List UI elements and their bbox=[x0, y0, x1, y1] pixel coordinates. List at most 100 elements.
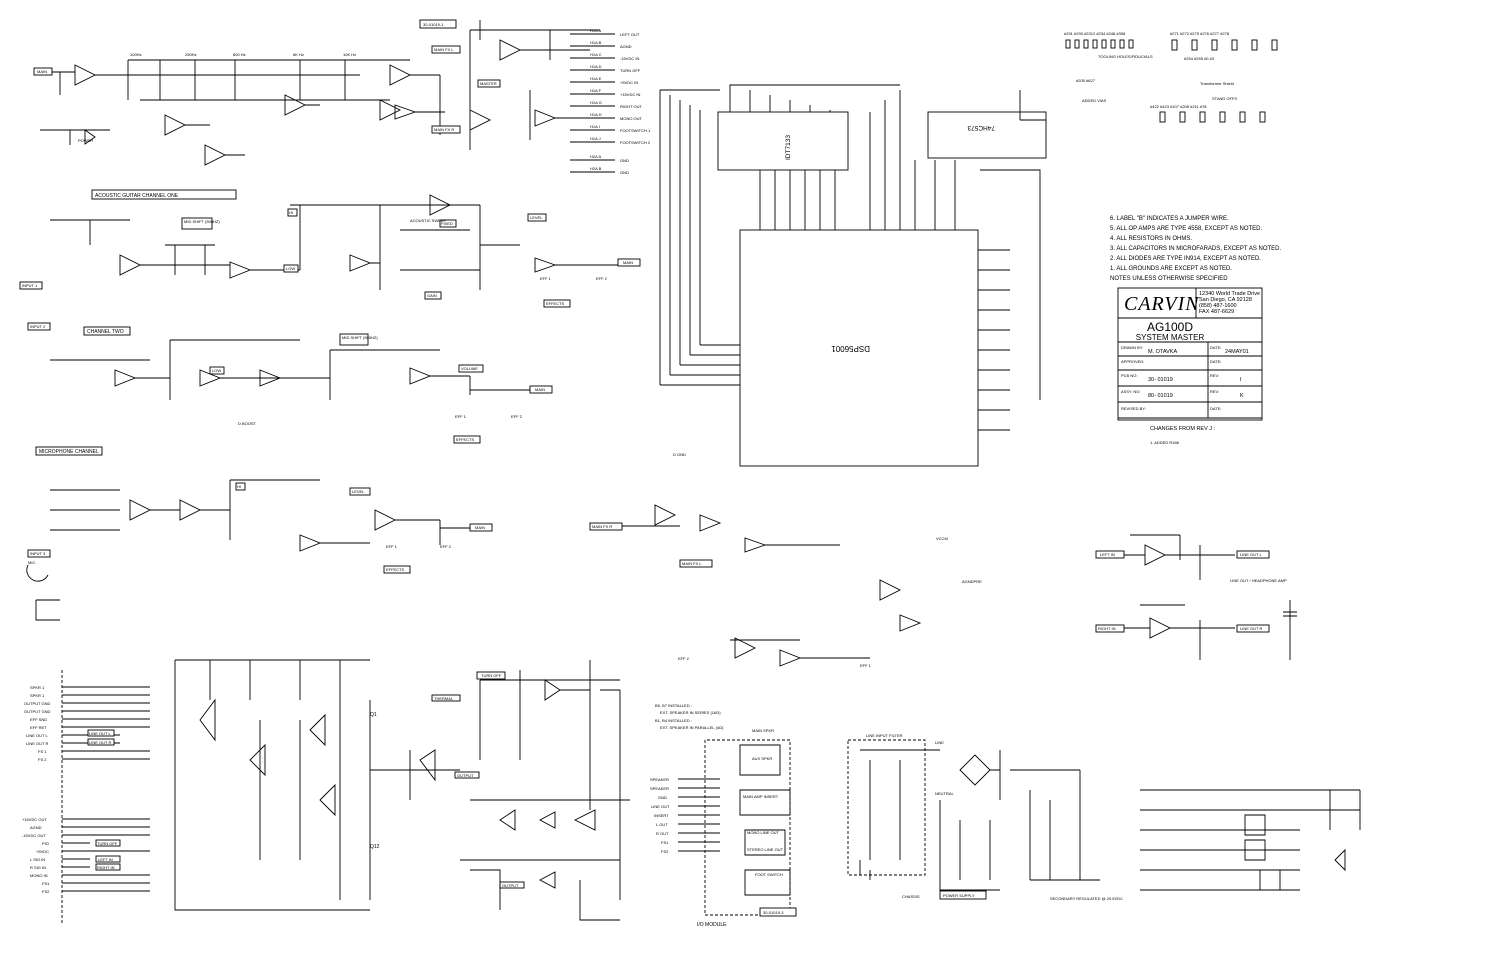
turn-off-tag-2-label: TURN OFF bbox=[481, 673, 502, 678]
power-supply-label: POWER SUPPLY bbox=[943, 893, 975, 898]
connector-label: FS 2 bbox=[38, 757, 47, 762]
header-pin: H1A D TURN OFF bbox=[570, 64, 641, 73]
company-fax: FAX 487-6629 bbox=[1199, 309, 1234, 315]
master-tag bbox=[477, 79, 501, 88]
drawing-subtitle: SYSTEM MASTER bbox=[1136, 333, 1205, 342]
effects-tag-2-label: EFFECTS bbox=[456, 437, 475, 442]
main-fx-r-tag-label: MAIN FX R bbox=[434, 127, 454, 132]
tooling-row-1: #291 #290 #2312 #234 #248 #308 bbox=[1064, 31, 1126, 36]
d-boost-label: D BOOST bbox=[238, 421, 257, 426]
title-block: CARVIN 12340 World Trade Drive San Diego… bbox=[1117, 287, 1263, 445]
io-label: INSERT bbox=[654, 813, 669, 818]
connector-label: -15VDC OUT bbox=[22, 833, 46, 838]
q1-label: Q1 bbox=[370, 712, 377, 718]
mic-channel-label: MICROPHONE CHANNEL bbox=[39, 449, 99, 455]
mic-label: MIC bbox=[28, 560, 35, 565]
pcb-value: 30- 01019 bbox=[1148, 377, 1173, 383]
input-3-tag-label: INPUT 3 bbox=[30, 551, 46, 556]
connector-label: EFF SND bbox=[30, 717, 47, 722]
acoustic-sweep-label: ACOUSTIC SWEEP bbox=[410, 218, 447, 223]
svg-text:TURN OFF: TURN OFF bbox=[620, 68, 641, 73]
connector-list-1: SPKR 1 SPKR 1 OUTPUT GND OUTPUT GND EFF … bbox=[24, 685, 50, 762]
tooling-holes-label: TOOLING HOLES/FIDUCIALS bbox=[1098, 54, 1153, 59]
connector-label: LINE OUT R bbox=[26, 741, 48, 746]
revised-by-label: REVISED BY: bbox=[1121, 406, 1146, 411]
eff1-label-2: EFF 1 bbox=[455, 414, 467, 419]
main-fx-l-tag-label: MAIN FX L bbox=[434, 47, 454, 52]
line-out-r-tag-2-label: LINE OUT R bbox=[89, 740, 111, 745]
eff2-label-1: EFF 2 bbox=[596, 276, 608, 281]
svg-text:H1A E: H1A E bbox=[590, 76, 602, 81]
io-label: SPEAKER bbox=[650, 786, 669, 791]
dgnd-label: D GND bbox=[673, 452, 686, 457]
secondary-regulated-label: SECONDARY REGULATED @ 20.5VDC bbox=[1050, 896, 1123, 901]
main-tag-2 bbox=[617, 258, 641, 267]
eff2-label-2: EFF 2 bbox=[511, 414, 523, 419]
thermal-tag bbox=[431, 694, 461, 702]
main-tag-4-label: MAIN bbox=[475, 525, 485, 530]
level-tag-1 bbox=[527, 213, 547, 222]
power-led-label: POWER bbox=[78, 138, 93, 143]
tooling-holes bbox=[1065, 39, 1278, 51]
output-tag bbox=[454, 771, 480, 779]
turn-off-tag bbox=[95, 839, 121, 847]
eq-label-2: 250Hz bbox=[185, 52, 197, 57]
stand-offs-label: STAND OFFS bbox=[1212, 96, 1237, 101]
standoffs-row: #422 #423 #107 #208 #211 #78 bbox=[1150, 104, 1207, 109]
line-label: LINE bbox=[935, 740, 944, 745]
volume-tag-label: VOLUME bbox=[461, 366, 478, 371]
header-pin: H1A G RIGHT OUT bbox=[570, 100, 642, 109]
hi-tag bbox=[287, 208, 298, 217]
sheet-ref-1-label: 30-01019-1 bbox=[423, 22, 444, 27]
line-out-amp-label: LINE OUT / HEADPHONE AMP bbox=[1230, 578, 1287, 583]
line-out-l-tag bbox=[1236, 550, 1270, 559]
svg-text:H1A G: H1A G bbox=[590, 100, 602, 105]
io-box-label: AUX SPKR bbox=[752, 756, 772, 761]
output-tag-label: OUTPUT bbox=[457, 773, 474, 778]
u5-chip bbox=[717, 111, 849, 171]
volume-tag bbox=[458, 364, 484, 373]
tooling-row-2: #271 #272 #275 #276 #277 #278 bbox=[1170, 31, 1230, 36]
io-module-section: B5, B7 INSTALLED : EXT. SPEAKER IN SERIE… bbox=[650, 703, 797, 928]
note-4: 4. ALL RESISTORS IN OHMS. bbox=[1110, 236, 1192, 242]
io-box-label: MAIN AMP INSERT bbox=[743, 794, 779, 799]
connector-label: SPKR 1 bbox=[30, 693, 45, 698]
connector-label: SPKR 1 bbox=[30, 685, 45, 690]
acoustic-eq-section: MAIN 100Hz 250Hz 800 Hz 6K Hz 10K Hz 30-… bbox=[33, 19, 461, 200]
output-tag-2-label: OUTPUT bbox=[502, 883, 519, 888]
connector-label: +15VDC OUT bbox=[22, 817, 47, 822]
approved-date-label: DATE: bbox=[1210, 359, 1221, 364]
connector-label: EFF RET bbox=[30, 725, 47, 730]
approved-label: APPROVED: bbox=[1121, 359, 1144, 364]
eq-label-3: 800 Hz bbox=[233, 52, 246, 57]
hi-tag-label: HI bbox=[289, 210, 293, 215]
neutral-label: NEUTRAL bbox=[935, 791, 954, 796]
company-logo: CARVIN bbox=[1124, 293, 1200, 315]
eff1-label-dsp: EFF 1 bbox=[860, 663, 872, 668]
svg-text:FOOTSWITCH 1: FOOTSWITCH 1 bbox=[620, 128, 651, 133]
io-label: R OUT bbox=[656, 831, 669, 836]
low-tag-2-label: LOW bbox=[212, 368, 221, 373]
io-box-label: STEREO LINE OUT bbox=[747, 847, 784, 852]
connector-label: LINE OUT L bbox=[26, 733, 48, 738]
mic-channel-label-box bbox=[35, 446, 103, 456]
connector-label: FS 1 bbox=[38, 749, 47, 754]
header-pin: H1A F+15VDC IN bbox=[570, 88, 640, 97]
io-label: LINE OUT bbox=[651, 804, 670, 809]
svg-text:H1A D: H1A D bbox=[590, 64, 602, 69]
line-out-l-tag-2-label: LINE OUT L bbox=[89, 731, 111, 736]
eff2-label-dsp: EFF 2 bbox=[678, 656, 690, 661]
date-value: 24MAY01 bbox=[1225, 349, 1249, 355]
io-module-label: I/O MODULE bbox=[697, 922, 727, 928]
main-tag-3 bbox=[529, 385, 553, 394]
input-2-tag-label: INPUT 2 bbox=[30, 324, 46, 329]
svg-text:RIGHT OUT: RIGHT OUT bbox=[620, 104, 642, 109]
fixed-tag bbox=[439, 219, 457, 228]
left-in-tag-2 bbox=[95, 855, 121, 863]
